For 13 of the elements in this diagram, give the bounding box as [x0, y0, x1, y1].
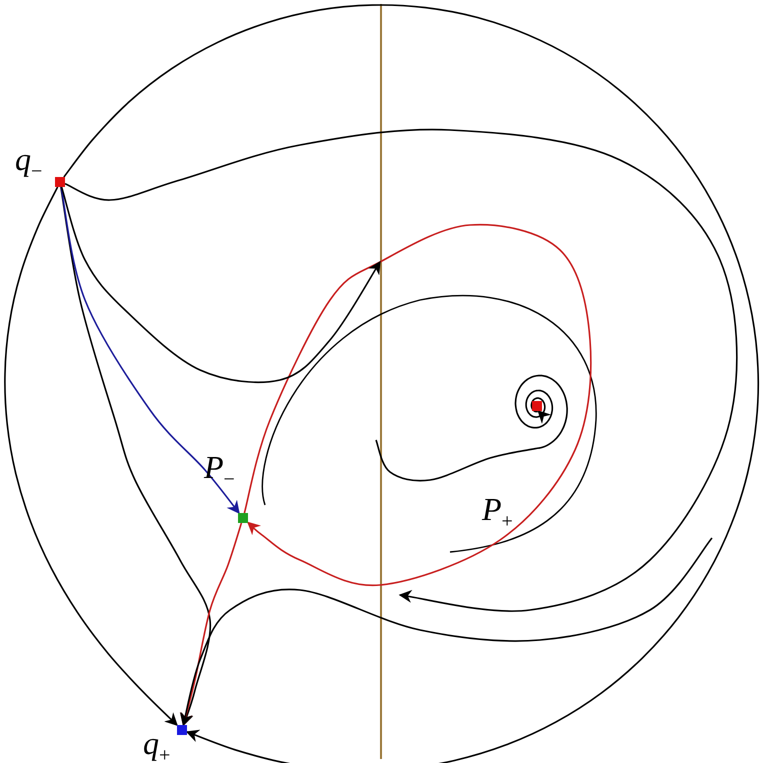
trajectory: [60, 186, 212, 726]
point-label: P$_{−}$: [204, 451, 235, 483]
trajectory: [64, 128, 738, 612]
point-label: P$_{+}$: [482, 493, 513, 525]
trajectory: [244, 224, 592, 586]
point-label: q$_{+}$: [143, 727, 170, 759]
point-label: q$_{−}$: [15, 143, 42, 175]
trajectory: [375, 374, 568, 482]
trajectory: [180, 538, 713, 726]
trajectory: [63, 4, 760, 763]
trajectory: [60, 186, 381, 384]
trajectory: [4, 186, 178, 726]
trajectory: [60, 186, 240, 514]
